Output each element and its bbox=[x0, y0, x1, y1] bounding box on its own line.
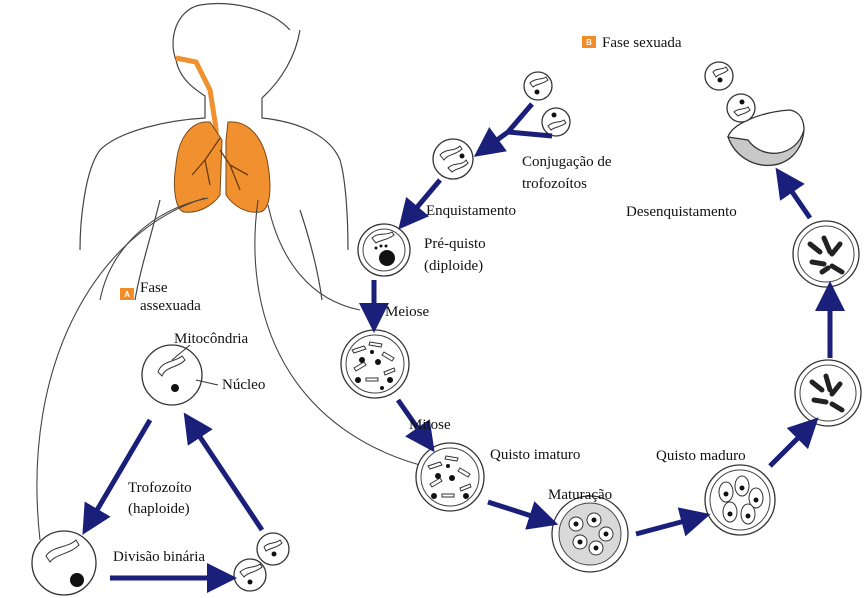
lungs bbox=[174, 122, 270, 212]
label-quisto-imaturo: Quisto imaturo bbox=[490, 447, 580, 463]
label-fase-sexuada: Fase sexuada bbox=[602, 35, 682, 51]
label-mitose: Mitose bbox=[409, 417, 451, 433]
label-mitocondria: Mitocôndria bbox=[174, 331, 248, 347]
daughter-cell-top bbox=[257, 533, 289, 565]
label-trofozoito-2: (haploide) bbox=[128, 501, 190, 517]
label-trofozoito-1: Trofozoíto bbox=[128, 480, 192, 496]
immature-cyst-cell bbox=[416, 443, 484, 511]
label-nucleo: Núcleo bbox=[222, 377, 265, 393]
label-conjugacao-1: Conjugação de bbox=[522, 154, 612, 170]
label-pre-quisto-1: Pré-quisto bbox=[424, 236, 486, 252]
label-divisao-binaria: Divisão binária bbox=[113, 549, 205, 565]
label-desenquistamento: Desenquistamento bbox=[626, 204, 737, 220]
badge-b: B bbox=[582, 36, 596, 48]
excysting-cell-2 bbox=[793, 221, 859, 287]
released-trophozoite-1 bbox=[705, 62, 733, 90]
excysting-cell-1 bbox=[795, 360, 861, 426]
conjugating-cell bbox=[433, 139, 473, 179]
label-meiose: Meiose bbox=[385, 304, 430, 320]
dividing-cell bbox=[32, 531, 96, 595]
maturation-cell bbox=[552, 496, 628, 572]
label-quisto-maduro: Quisto maduro bbox=[656, 448, 746, 464]
badge-a-letter: A bbox=[124, 290, 130, 299]
trophozoite-small-2 bbox=[542, 108, 570, 136]
badge-b-letter: B bbox=[586, 38, 592, 47]
trophozoite-cell bbox=[142, 345, 202, 405]
daughter-cell-bottom bbox=[234, 559, 266, 591]
label-fase-assexuada-1: Fase bbox=[140, 280, 168, 296]
label-maturacao: Maturação bbox=[548, 487, 612, 503]
badge-a: A bbox=[120, 288, 134, 300]
label-fase-assexuada-2: assexuada bbox=[140, 298, 201, 314]
label-enquistamento: Enquistamento bbox=[426, 203, 516, 219]
pre-cyst-cell bbox=[358, 224, 410, 276]
mature-cyst-cell bbox=[705, 465, 775, 535]
label-pre-quisto-2: (diploide) bbox=[424, 258, 483, 274]
released-trophozoite-2 bbox=[727, 94, 755, 122]
label-conjugacao-2: trofozoítos bbox=[522, 176, 587, 192]
meiosis-cell bbox=[341, 330, 409, 398]
trophozoite-small-1 bbox=[524, 72, 552, 100]
